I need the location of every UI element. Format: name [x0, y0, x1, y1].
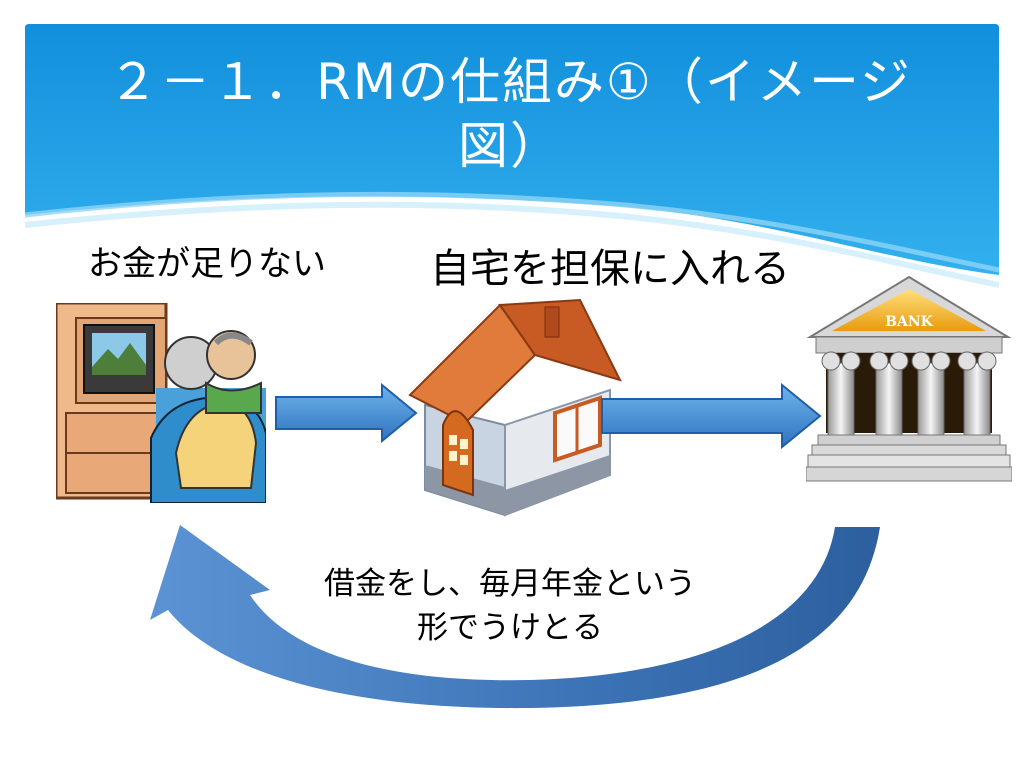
bank-sign-text: BANK — [885, 314, 933, 330]
elderly-couple-tv-icon — [56, 303, 266, 503]
pension-label: 借金をし、毎月年金という形でうけとる — [324, 566, 696, 646]
bank-icon: BANK — [806, 275, 1012, 482]
arrow-right-icon — [601, 383, 822, 449]
slide-title: ２－１．RMの仕組み①（イメージ図） — [108, 53, 912, 175]
collateral-label: 自宅を担保に入れる — [430, 246, 790, 292]
arrow-right-icon — [275, 383, 418, 443]
curved-return-arrow-icon — [150, 525, 880, 709]
house-icon — [408, 298, 622, 517]
need-money-label: お金が足りない — [88, 244, 326, 284]
header-wave-background — [24, 24, 1000, 288]
